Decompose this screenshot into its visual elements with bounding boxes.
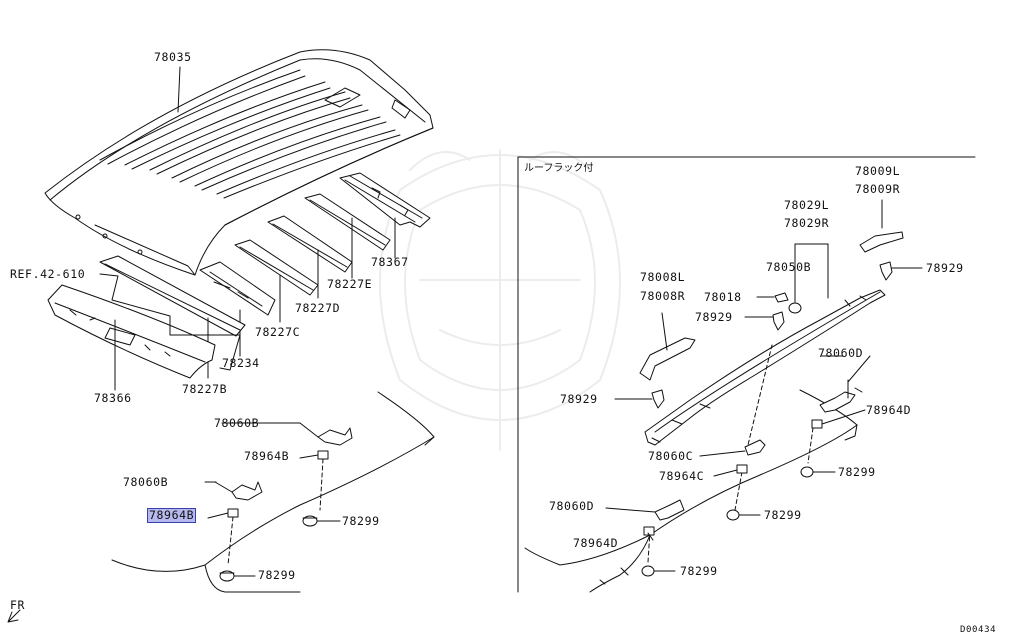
label-78234: 78234: [222, 356, 260, 370]
label-78366: 78366: [94, 391, 132, 405]
label-78060B-upper: 78060B: [214, 416, 260, 430]
watermark-emblem: [379, 149, 621, 451]
label-78367: 78367: [371, 255, 409, 269]
diagram-code: D00434: [960, 625, 997, 635]
label-78029L: 78029L: [784, 198, 830, 212]
label-78227E: 78227E: [327, 277, 373, 291]
rail-fasteners: [614, 261, 923, 409]
label-78060C: 78060C: [648, 449, 694, 463]
label-78964D-upper: 78964D: [866, 403, 912, 417]
ref-bracket: [99, 273, 241, 371]
label-78964B-highlighted[interactable]: 78964B: [146, 508, 197, 523]
front-arrow-icon: [7, 609, 21, 623]
label-78009L: 78009L: [855, 164, 901, 178]
label-78929-left: 78929: [560, 392, 598, 406]
roof-bow-78367: [339, 172, 431, 259]
label-78929-mid: 78929: [695, 310, 733, 324]
label-78060D-lower: 78060D: [549, 499, 595, 513]
right-box-title: ルーフラック付: [524, 163, 594, 174]
label-78929-top: 78929: [926, 261, 964, 275]
right-dash-lines: [647, 344, 814, 563]
label-78964C: 78964C: [659, 469, 705, 483]
front-marker-label: FR: [10, 598, 26, 612]
end-cap-78008: [639, 312, 696, 381]
label-78964B-upper: 78964B: [244, 449, 290, 463]
label-78964D-lower: 78964D: [573, 536, 619, 550]
roof-panel-78035: [44, 49, 434, 276]
label-78299-left-upper: 78299: [342, 514, 380, 528]
label-78299-right-mid: 78299: [764, 508, 802, 522]
roof-bow-78227C: [234, 239, 319, 323]
label-78050B: 78050B: [766, 260, 812, 274]
label-78227C: 78227C: [255, 325, 301, 339]
end-cap-78009: [859, 199, 904, 253]
label-78035: 78035: [154, 50, 192, 64]
label-78008L: 78008L: [640, 270, 686, 284]
right-box-frame: [517, 156, 976, 593]
label-78299-right-upper: 78299: [838, 465, 876, 479]
label-78227D: 78227D: [295, 301, 341, 315]
label-78299-left-lower: 78299: [258, 568, 296, 582]
left-fasteners: [204, 422, 353, 582]
label-ref-42-610: REF.42-610: [10, 267, 86, 281]
label-78018: 78018: [704, 290, 742, 304]
roof-bow-78227B: [99, 255, 246, 379]
leader-78035: [177, 66, 181, 113]
right-brackets: [599, 355, 871, 585]
front-header-78366: [47, 284, 216, 391]
label-78029R: 78029R: [784, 216, 830, 230]
label-78060D-upper: 78060D: [818, 346, 864, 360]
roof-bow-78227D: [267, 215, 353, 299]
roof-bow-78234: [199, 261, 276, 357]
label-78227B: 78227B: [182, 382, 228, 396]
roof-bow-78227E: [304, 193, 391, 279]
left-body-outline: [111, 391, 435, 593]
label-78009R: 78009R: [855, 182, 901, 196]
right-body-outline: [524, 389, 858, 593]
label-78008R: 78008R: [640, 289, 686, 303]
label-78299-right-lower: 78299: [680, 564, 718, 578]
roof-rail-78029: [644, 289, 886, 446]
label-78060B-lower: 78060B: [123, 475, 169, 489]
